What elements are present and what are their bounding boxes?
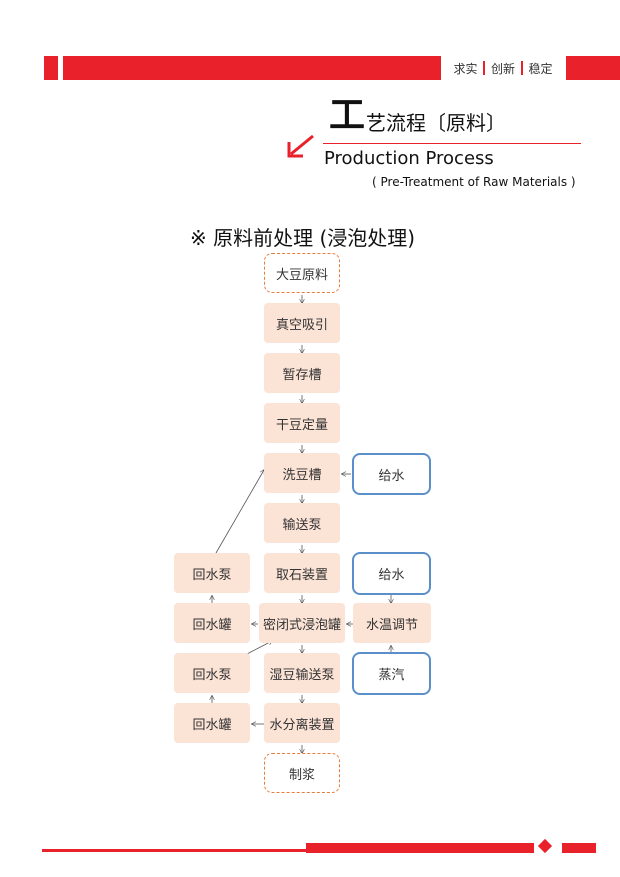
flow-box-raw-soybean: 大豆原料 xyxy=(264,253,340,293)
flow-box-return-tank-2: 回水罐 xyxy=(174,703,250,743)
flow-box-water-separator: 水分离装置 xyxy=(264,703,340,743)
title-chinese: 艺流程〔原料〕 xyxy=(366,111,506,135)
footer-line xyxy=(42,849,306,852)
slogan-item-2: 创新 xyxy=(490,61,515,76)
flow-box-dry-bean-dosing: 干豆定量 xyxy=(264,403,340,443)
flow-box-return-pump-1: 回水泵 xyxy=(174,553,250,593)
footer-bar-end xyxy=(562,843,596,853)
slogan-item-1: 求实 xyxy=(453,61,478,76)
flow-box-water-supply-1: 给水 xyxy=(352,453,431,495)
slogan-item-3: 稳定 xyxy=(528,61,553,76)
flow-box-sealed-soaking-tank: 密闭式浸泡罐 xyxy=(259,603,345,643)
flow-box-water-supply-2: 给水 xyxy=(352,552,431,595)
flow-box-washing-tank: 洗豆槽 xyxy=(264,453,340,493)
flow-box-holding-tank: 暂存槽 xyxy=(264,353,340,393)
arrow-down-left-icon xyxy=(287,134,314,158)
title-big-char: 工 xyxy=(329,95,366,136)
flow-box-destoner: 取石装置 xyxy=(264,553,340,593)
flow-box-steam: 蒸汽 xyxy=(352,652,431,695)
title-underline xyxy=(323,143,581,144)
flow-box-return-pump-2: 回水泵 xyxy=(174,653,250,693)
footer-bar xyxy=(306,843,534,853)
header-bar-main xyxy=(63,56,441,80)
slogan-separator xyxy=(521,61,523,75)
flow-box-vacuum-suction: 真空吸引 xyxy=(264,303,340,343)
flow-box-water-temp-control: 水温调节 xyxy=(353,603,431,643)
flow-box-pulping: 制浆 xyxy=(264,753,340,793)
title-subtitle: ( Pre-Treatment of Raw Materials ) xyxy=(372,175,576,189)
header-slogan: 求实 创新 稳定 xyxy=(440,56,566,80)
flow-box-return-tank-1: 回水罐 xyxy=(174,603,250,643)
header-bar-right xyxy=(566,56,620,80)
slogan-separator xyxy=(483,61,485,75)
flow-box-wet-bean-pump: 湿豆输送泵 xyxy=(264,653,340,693)
header-bar-left xyxy=(44,56,58,80)
title-english: Production Process xyxy=(324,148,494,169)
section-title: ※ 原料前处理 (浸泡处理) xyxy=(190,226,416,250)
flow-box-transfer-pump: 输送泵 xyxy=(264,503,340,543)
